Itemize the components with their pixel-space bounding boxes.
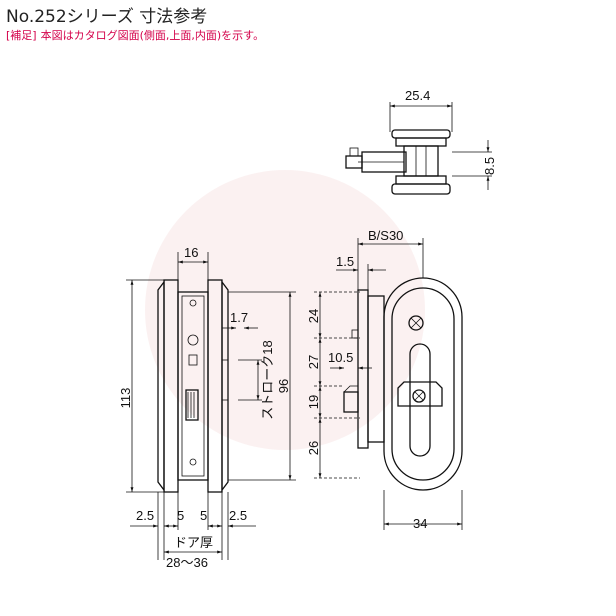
watermark-circle (145, 170, 425, 450)
dim-stroke: ストローク18 (260, 340, 275, 419)
dim-v26: 26 (306, 441, 321, 455)
dim-bottom-a: 2.5 (136, 508, 154, 523)
dim-front-width: 34 (413, 516, 427, 531)
dim-side-offset: 1.7 (230, 310, 248, 325)
dim-bottom-c: 5 (200, 508, 207, 523)
dim-bottom-b: 5 (177, 508, 184, 523)
dim-v27: 27 (306, 355, 321, 369)
dim-door-range: 28～36 (166, 555, 208, 570)
dim-v19: 19 (306, 395, 321, 409)
dim-h10-5: 10.5 (328, 350, 353, 365)
dim-front-offset: 1.5 (336, 254, 354, 269)
note-text: 本図はカタログ図面(側面,上面,内面)を示す。 (40, 29, 265, 42)
side-view (126, 252, 296, 560)
dim-top-height: 8.5 (482, 157, 497, 175)
dim-top-width: 25.4 (405, 88, 430, 103)
top-view (345, 102, 492, 195)
front-view (314, 238, 463, 530)
dim-total-height: 113 (118, 388, 133, 409)
dim-bottom-d: 2.5 (229, 508, 247, 523)
dim-side-width: 16 (184, 245, 198, 260)
dim-door-thickness: ドア厚 (174, 535, 213, 550)
note-line: [補足]本図はカタログ図面(側面,上面,内面)を示す。 (6, 27, 264, 43)
dim-backset: B/S30 (368, 228, 403, 243)
dim-inner-height: 96 (276, 379, 291, 393)
page-title: No.252シリーズ 寸法参考 (6, 7, 208, 27)
dim-v24: 24 (306, 309, 321, 323)
note-tag: [補足] (6, 29, 37, 42)
